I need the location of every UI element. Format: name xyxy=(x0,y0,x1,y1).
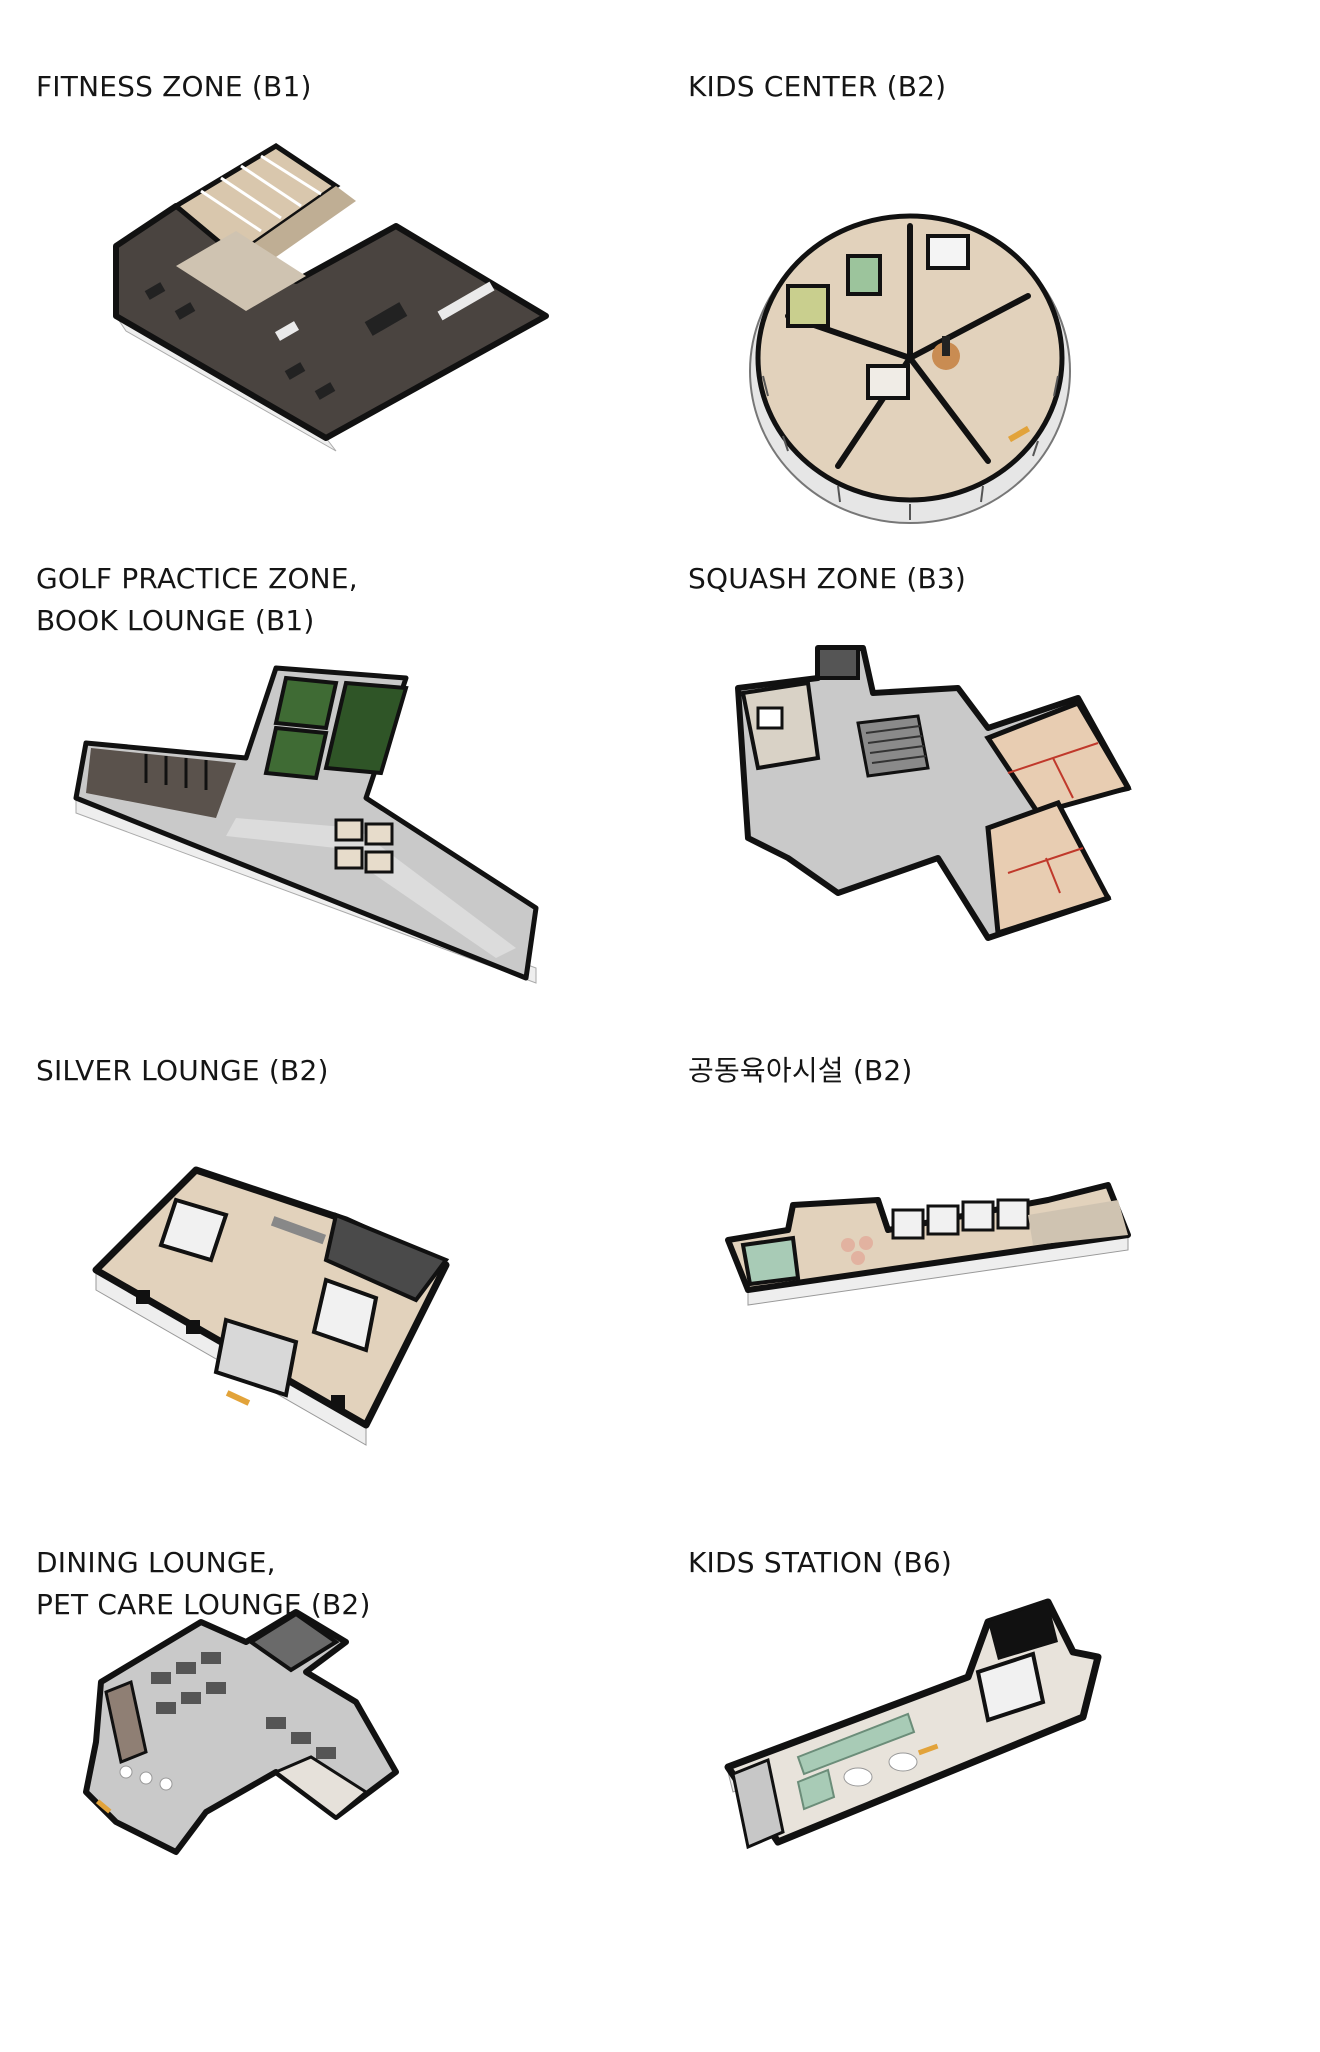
section-golf-book-lounge: GOLF PRACTICE ZONE, BOOK LOUNGE (B1) xyxy=(36,558,676,1050)
section-title: SQUASH ZONE (B3) xyxy=(688,558,966,600)
section-title: KIDS CENTER (B2) xyxy=(688,66,946,108)
childcare-facility-floorplan xyxy=(725,1182,1131,1306)
section-fitness-zone: FITNESS ZONE (B1) xyxy=(36,66,676,558)
section-title: KIDS STATION (B6) xyxy=(688,1542,952,1584)
section-silver-lounge: SILVER LOUNGE (B2) xyxy=(36,1050,676,1542)
section-title: GOLF PRACTICE ZONE, BOOK LOUNGE (B1) xyxy=(36,558,358,642)
title-line: KIDS STATION (B6) xyxy=(688,1546,953,1579)
section-childcare-facility: 공동육아시설 (B2) xyxy=(688,1050,1320,1542)
title-line: SQUASH ZONE (B3) xyxy=(688,562,967,595)
title-line: KIDS CENTER (B2) xyxy=(688,70,947,103)
title-line: FITNESS ZONE (B1) xyxy=(36,70,312,103)
fitness-zone-floorplan xyxy=(113,143,549,452)
golf-book-lounge-floorplan xyxy=(73,665,539,984)
section-squash-zone: SQUASH ZONE (B3) xyxy=(688,558,1320,1050)
kids-station-floorplan xyxy=(724,1598,1102,1850)
title-line: PET CARE LOUNGE (B2) xyxy=(36,1588,371,1621)
title-line: BOOK LOUNGE (B1) xyxy=(36,604,315,637)
section-title: 공동육아시설 (B2) xyxy=(688,1050,913,1092)
section-title: SILVER LOUNGE (B2) xyxy=(36,1050,329,1092)
dining-pet-lounge-floorplan xyxy=(83,1609,399,1855)
title-line: DINING LOUNGE, xyxy=(36,1546,276,1579)
title-line: 공동육아시설 (B2) xyxy=(688,1054,913,1087)
section-kids-center: KIDS CENTER (B2) xyxy=(688,66,1320,558)
silver-lounge-floorplan xyxy=(92,1166,450,1446)
section-dining-pet-lounge: DINING LOUNGE, PET CARE LOUNGE (B2) xyxy=(36,1542,676,2034)
section-kids-station: KIDS STATION (B6) xyxy=(688,1542,1320,2034)
section-title: FITNESS ZONE (B1) xyxy=(36,66,312,108)
kids-center-floorplan xyxy=(749,213,1071,524)
section-title: DINING LOUNGE, PET CARE LOUNGE (B2) xyxy=(36,1542,371,1626)
title-line: GOLF PRACTICE ZONE, xyxy=(36,562,358,595)
squash-zone-floorplan xyxy=(735,645,1132,941)
title-line: SILVER LOUNGE (B2) xyxy=(36,1054,329,1087)
